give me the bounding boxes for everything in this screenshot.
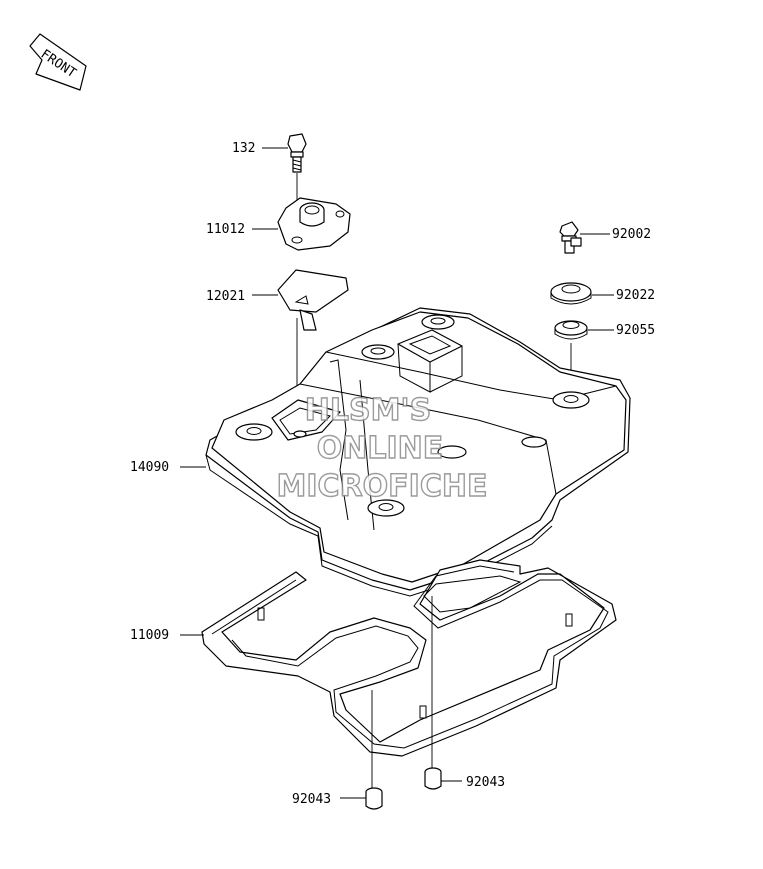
- watermark-line2: ONLINE: [317, 431, 444, 466]
- label-92022: 92022: [616, 288, 655, 303]
- bolt-92002[interactable]: [559, 221, 582, 254]
- label-132: 132: [232, 141, 255, 156]
- front-arrow-icon: FRONT: [29, 33, 87, 91]
- label-92055: 92055: [616, 323, 655, 338]
- label-11012: 11012: [206, 222, 245, 237]
- head-cover-gasket-11009[interactable]: [201, 559, 617, 757]
- dowel-pin-92043-left[interactable]: [365, 787, 383, 810]
- gasket-12021[interactable]: [277, 269, 349, 331]
- grommet-92055[interactable]: [554, 320, 588, 340]
- label-92043-right: 92043: [466, 775, 505, 790]
- label-92043-left: 92043: [292, 792, 331, 807]
- dowel-pin-92043-right[interactable]: [424, 767, 442, 790]
- label-11009: 11009: [130, 628, 169, 643]
- washer-92022[interactable]: [550, 282, 592, 305]
- breather-cover-11012[interactable]: [277, 197, 351, 251]
- label-14090: 14090: [130, 460, 169, 475]
- bolt-132[interactable]: [287, 133, 307, 173]
- watermark-line1: HLSM'S: [305, 393, 431, 428]
- watermark-line3: MICROFICHE: [277, 469, 488, 504]
- label-12021: 12021: [206, 289, 245, 304]
- cylinder-head-cover-14090[interactable]: [205, 307, 631, 597]
- label-92002: 92002: [612, 227, 651, 242]
- watermark: HLSM'S ONLINE MICROFICHE: [276, 392, 488, 504]
